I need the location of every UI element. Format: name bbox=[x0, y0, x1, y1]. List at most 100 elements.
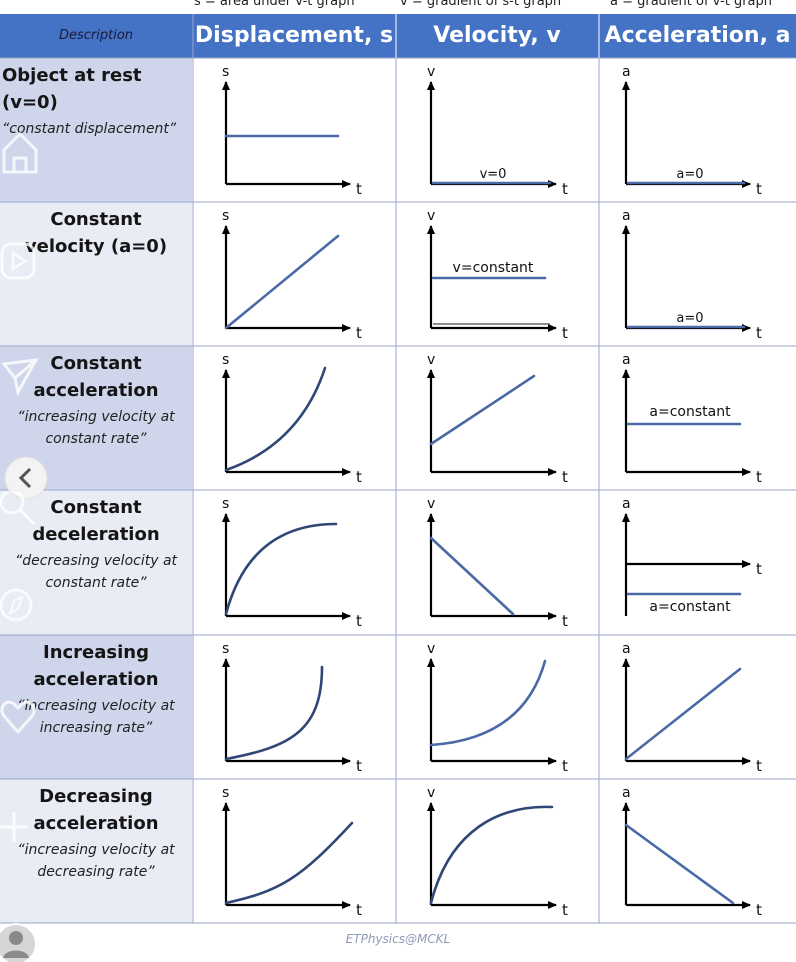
graph-s-row2: st bbox=[222, 208, 362, 342]
t-axis-label: t bbox=[756, 901, 762, 919]
t-axis-label: t bbox=[562, 468, 568, 486]
y-axis-label: s bbox=[222, 641, 229, 657]
desc-title: Object at rest (v=0) bbox=[2, 65, 142, 113]
t-axis-label: t bbox=[562, 757, 568, 775]
home-icon[interactable] bbox=[0, 128, 40, 176]
t-axis-label: t bbox=[562, 901, 568, 919]
desc-row-rest: Object at rest (v=0) “constant displacem… bbox=[0, 62, 192, 140]
y-axis-label: s bbox=[222, 785, 229, 801]
heart-icon[interactable] bbox=[0, 696, 40, 736]
plus-icon[interactable] bbox=[0, 808, 40, 848]
decelerating-s-curve bbox=[224, 522, 338, 616]
search-icon[interactable] bbox=[0, 492, 40, 528]
graph-s-row5: st bbox=[222, 641, 362, 775]
t-axis-label: t bbox=[356, 612, 362, 630]
t-axis-label: t bbox=[562, 324, 568, 342]
graph-a-row6: at bbox=[622, 785, 762, 919]
t-axis-label: t bbox=[756, 180, 762, 198]
t-axis-label: t bbox=[356, 324, 362, 342]
graph-s-row4: st bbox=[222, 496, 362, 630]
v-label: v=0 bbox=[480, 167, 507, 182]
a-label: a=0 bbox=[676, 167, 703, 182]
desc-title: Increasing acceleration bbox=[33, 642, 159, 690]
leveling-v-curve bbox=[429, 805, 554, 905]
graph-v-row5: vt bbox=[427, 641, 568, 775]
desc-row-decreasing-acceleration: Decreasing acceleration “increasing velo… bbox=[0, 783, 192, 883]
a-label: a=constant bbox=[649, 404, 731, 420]
t-axis-label: t bbox=[356, 757, 362, 775]
y-axis-label: a bbox=[622, 641, 631, 657]
graph-s-row6: st bbox=[222, 785, 362, 919]
t-axis-label: t bbox=[562, 180, 568, 198]
decreasing-rate-s-curve bbox=[224, 821, 354, 905]
decreasing-v-line bbox=[429, 536, 515, 616]
v-label: v=constant bbox=[453, 260, 534, 276]
desc-subtitle: “constant displacement” bbox=[2, 121, 177, 137]
y-axis-label: a bbox=[622, 352, 631, 368]
graph-a-row1: ata=0 bbox=[622, 64, 762, 198]
t-axis-label: t bbox=[356, 180, 362, 198]
header-description: Description bbox=[58, 28, 134, 43]
increasing-v-line bbox=[429, 374, 536, 446]
desc-cell-bg bbox=[0, 490, 192, 635]
desc-title: Constant acceleration bbox=[33, 353, 159, 401]
graph-a-row2: a t a=0 bbox=[622, 208, 762, 342]
graph-v-row2: v t v=constant bbox=[427, 208, 568, 342]
y-axis-label: a bbox=[622, 785, 631, 801]
parabolic-s-curve bbox=[224, 366, 327, 472]
t-axis-label: t bbox=[756, 757, 762, 775]
y-axis-label: v bbox=[427, 64, 435, 80]
graph-v-row3: vt bbox=[427, 352, 568, 486]
desc-title: Constant deceleration bbox=[32, 497, 160, 545]
decreasing-a-line bbox=[624, 823, 735, 905]
header-displacement: Displacement, s bbox=[194, 23, 394, 48]
desc-title: Constant velocity (a=0) bbox=[24, 209, 168, 257]
graph-s-row1: st bbox=[222, 64, 362, 198]
desc-row-constant-acceleration: Constant acceleration “increasing veloci… bbox=[0, 350, 192, 450]
t-axis-label: t bbox=[756, 324, 762, 342]
t-axis-label: t bbox=[562, 612, 568, 630]
desc-cell-bg bbox=[0, 779, 192, 923]
y-axis-label: a bbox=[622, 496, 631, 512]
y-axis-label: v bbox=[427, 641, 435, 657]
graph-v-row4: vt bbox=[427, 496, 568, 630]
y-axis-label: s bbox=[222, 64, 229, 80]
y-axis-label: v bbox=[427, 352, 435, 368]
t-axis-label: t bbox=[756, 468, 762, 486]
header-velocity: Velocity, v bbox=[433, 23, 561, 48]
steepening-s-curve bbox=[224, 665, 324, 761]
avatar-icon[interactable] bbox=[0, 918, 44, 962]
header-acceleration: Acceleration, a bbox=[604, 23, 791, 48]
play-icon[interactable] bbox=[0, 240, 40, 284]
desc-subtitle: “increasing velocity at decreasing rate” bbox=[17, 842, 175, 880]
desc-subtitle: “increasing velocity at constant rate” bbox=[17, 409, 175, 447]
top-note-area: s = area under v-t graph bbox=[194, 0, 355, 9]
send-icon[interactable] bbox=[0, 356, 40, 396]
desc-subtitle: “increasing velocity at increasing rate” bbox=[17, 698, 175, 736]
desc-title: Decreasing acceleration bbox=[33, 786, 159, 834]
y-axis-label: v bbox=[427, 208, 435, 224]
graph-s-row3: st bbox=[222, 352, 362, 486]
linear-s-line bbox=[224, 234, 340, 330]
top-notes: s = area under v-t graph v = gradient of… bbox=[0, 0, 796, 14]
footer-credit: ETPhysics@MCKL bbox=[345, 932, 451, 946]
increasing-v-curve bbox=[429, 659, 547, 747]
graph-a-row5: at bbox=[622, 641, 762, 775]
y-axis-label: a bbox=[622, 208, 631, 224]
header-row bbox=[0, 14, 796, 58]
a-label: a=0 bbox=[676, 311, 703, 326]
desc-row-constant-deceleration: Constant deceleration “decreasing veloci… bbox=[0, 494, 192, 594]
desc-row-constant-velocity: Constant velocity (a=0) bbox=[0, 206, 192, 260]
a-label: a=constant bbox=[649, 599, 731, 615]
desc-subtitle: “decreasing velocity at constant rate” bbox=[14, 553, 178, 591]
y-axis-label: v bbox=[427, 496, 435, 512]
t-axis-label: t bbox=[756, 560, 762, 578]
increasing-a-line bbox=[624, 667, 742, 761]
t-axis-label: t bbox=[356, 901, 362, 919]
t-axis-label: t bbox=[356, 468, 362, 486]
desc-cell-bg bbox=[0, 58, 192, 202]
chevron-left-icon[interactable] bbox=[2, 454, 50, 502]
top-note-gradient-vt: a = gradient of v-t graph bbox=[610, 0, 772, 9]
compass-icon[interactable] bbox=[0, 585, 40, 625]
y-axis-label: v bbox=[427, 785, 435, 801]
